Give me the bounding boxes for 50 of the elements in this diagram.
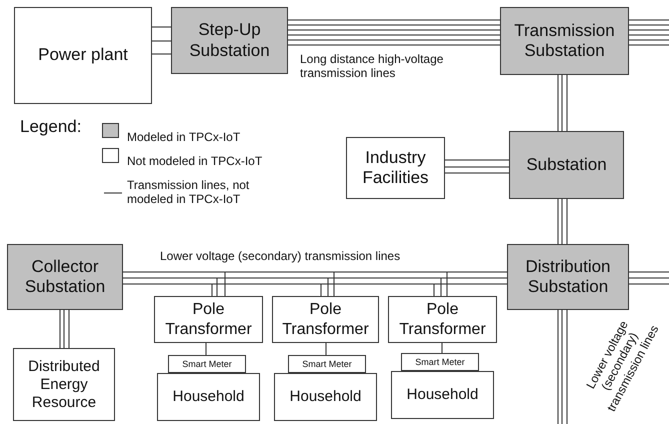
transmission-lines: [558, 310, 568, 424]
modeled-box: [500, 7, 629, 75]
unmodeled-box: [346, 137, 445, 199]
node-label: Step-Up Substation: [188, 20, 271, 61]
transmission-lines: [152, 26, 172, 54]
unmodeled-box: [288, 355, 366, 373]
unmodeled-box: [13, 348, 115, 421]
node-label: Pole Transformer: [398, 300, 487, 339]
transmission-lines: [434, 272, 508, 296]
node-label: Household: [406, 386, 478, 404]
legend-label: Transmission lines, not modeled in TPCx-IoT: [127, 178, 250, 207]
transmission-lines: [60, 310, 70, 348]
unmodeled-box: [274, 373, 377, 421]
legend-label: Not modeled in TPCx-IoT: [127, 154, 264, 168]
unmodeled-box: [272, 296, 379, 343]
node-label: Power plant: [38, 45, 128, 66]
unmodeled-box: [14, 7, 152, 104]
transmission-lines: [628, 272, 669, 284]
unmodeled-box: [154, 296, 263, 343]
unmodeled-box: [401, 353, 479, 371]
node-label: Smart Meter: [302, 358, 352, 370]
modeled-box: [509, 131, 624, 199]
transmission-lines: [288, 20, 500, 46]
transmission-lines: [628, 20, 669, 46]
edge-label: Long distance high-voltage transmission lines: [300, 52, 444, 81]
node-label: Distribution Substation: [524, 256, 612, 298]
node-label: Pole Transformer: [281, 300, 370, 339]
unmodeled-box: [168, 355, 246, 373]
transmission-lines: [444, 160, 510, 174]
node-label: Distributed Energy Resource: [27, 358, 101, 412]
node-label: Collector Substation: [24, 256, 106, 298]
unmodeled-box: [388, 296, 497, 343]
modeled-box: [171, 7, 288, 74]
node-label: Transmission Substation: [513, 20, 616, 62]
node-label: Household: [172, 388, 244, 406]
node-label: Industry Facilities: [361, 148, 430, 188]
transmission-lines: [558, 198, 568, 244]
node-label: Smart Meter: [415, 356, 465, 368]
modeled-box: [7, 244, 123, 310]
modeled-box: [507, 244, 629, 310]
node-label: Smart Meter: [182, 358, 232, 370]
legend-label: Modeled in TPCx-IoT: [127, 130, 242, 144]
node-label: Household: [290, 388, 362, 406]
edge-label: Lower voltage (secondary) transmission lines: [160, 249, 402, 264]
node-label: Pole Transformer: [164, 300, 253, 339]
unmodeled-box: [157, 373, 260, 421]
unmodeled-box: [391, 371, 494, 419]
legend-title: Legend:: [20, 117, 82, 138]
transmission-lines: [558, 74, 568, 132]
node-label: Substation: [526, 154, 607, 176]
